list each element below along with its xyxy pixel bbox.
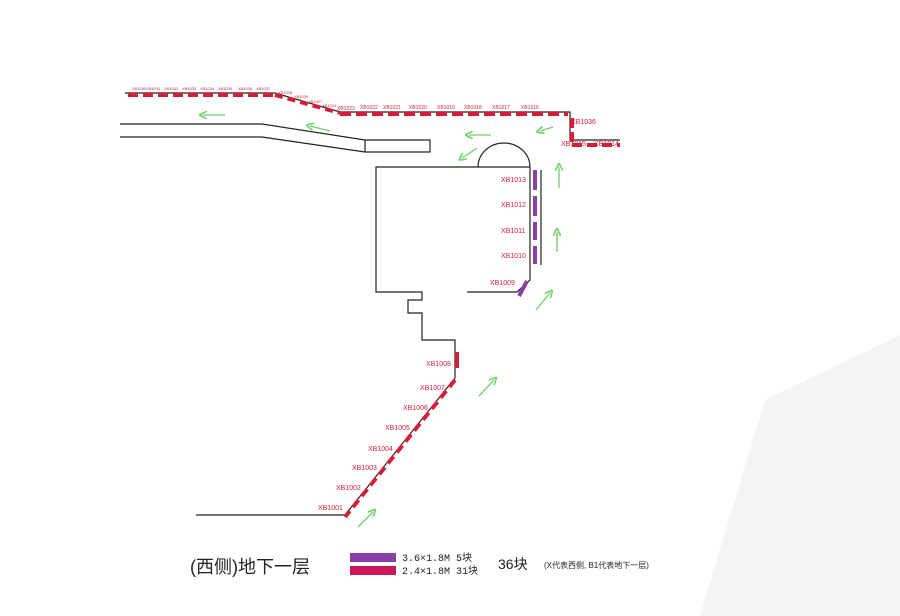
spot-label: XB1017 — [492, 105, 510, 111]
diagonal-spots: XB1008 XB1007 XB1006 XB1005 XB1004 XB100… — [318, 352, 459, 519]
small-label: XB1037 — [256, 86, 271, 91]
small-label: XB1034 — [200, 86, 215, 91]
right-column-spots: XB1013 XB1012 XB1011 XB1010 XB1009 — [490, 170, 537, 297]
legend: (西侧)地下一层 3.6×1.8M 5块 2.4×1.8M 31块 36块 (X… — [190, 552, 649, 578]
top-row-spots — [128, 93, 620, 147]
red-swatch — [350, 566, 396, 575]
arrow-icon — [478, 380, 494, 397]
arrow-icon — [310, 126, 331, 132]
spot-label: XB1023 — [337, 106, 355, 112]
arrow-icon — [535, 293, 550, 311]
red-legend-text: 2.4×1.8M 31块 — [402, 565, 478, 578]
spot-label: XB1018 — [464, 105, 482, 111]
spot-label: XB1020 — [409, 105, 427, 111]
spot-label: XB1019 — [437, 105, 455, 111]
spot-label: XB1001 — [318, 505, 343, 512]
total-count: 36块 — [498, 556, 528, 572]
spot-label: XB1005 — [385, 425, 410, 432]
small-label: XB1031 — [146, 86, 161, 91]
arrow-icon — [357, 512, 373, 528]
small-label: XB1038 — [278, 90, 293, 95]
spot-label: XB1011 — [501, 228, 525, 235]
arrow-icon — [462, 147, 478, 158]
spot-label: XB1010 — [501, 253, 526, 260]
small-label: XB1039 — [294, 94, 309, 99]
spot-label: XB1006 — [403, 405, 428, 412]
spot-label: XB1002 — [336, 485, 361, 492]
spot-label: XB1007 — [420, 385, 445, 392]
small-label: XB1035 — [218, 86, 233, 91]
arrow-icon — [540, 127, 554, 131]
purple-legend-text: 3.6×1.8M 5块 — [402, 552, 472, 565]
spot-label: XB1036 — [571, 119, 596, 126]
spot-label: XB1024 — [322, 103, 337, 108]
small-label: XB1036 — [238, 86, 253, 91]
legend-note: (X代表西侧, B1代表地下一层) — [544, 560, 649, 570]
spot-label: XB1009 — [490, 280, 515, 287]
spot-label: XB1008 — [426, 361, 451, 368]
top-labels: XB1027 XB1024 XB1023 XB1022 XB1021 XB102… — [308, 99, 619, 148]
floor-title: (西侧)地下一层 — [190, 557, 310, 577]
spot-label: XB1015 — [561, 141, 586, 148]
spot-label: XB1014 — [594, 141, 619, 148]
spot-label: XB1012 — [501, 202, 526, 209]
spot-label: XB1022 — [360, 105, 378, 111]
spot-label: XB1016 — [521, 105, 539, 111]
spot-label: XB1004 — [368, 446, 393, 453]
purple-swatch — [350, 553, 396, 562]
small-label: XB1033 — [182, 86, 197, 91]
top-small-labels: XB1030 XB1031 XB1032 XB1033 XB1034 XB103… — [132, 86, 309, 99]
spot-label: XB1021 — [383, 105, 401, 111]
spot-label: XB1027 — [308, 99, 323, 104]
decorative-background-shape — [700, 335, 900, 616]
small-label: XB1030 — [132, 86, 147, 91]
traffic-arrows — [203, 115, 559, 528]
small-label: XB1032 — [164, 86, 179, 91]
spot-label: XB1003 — [352, 465, 377, 472]
spot-label: XB1013 — [501, 177, 526, 184]
